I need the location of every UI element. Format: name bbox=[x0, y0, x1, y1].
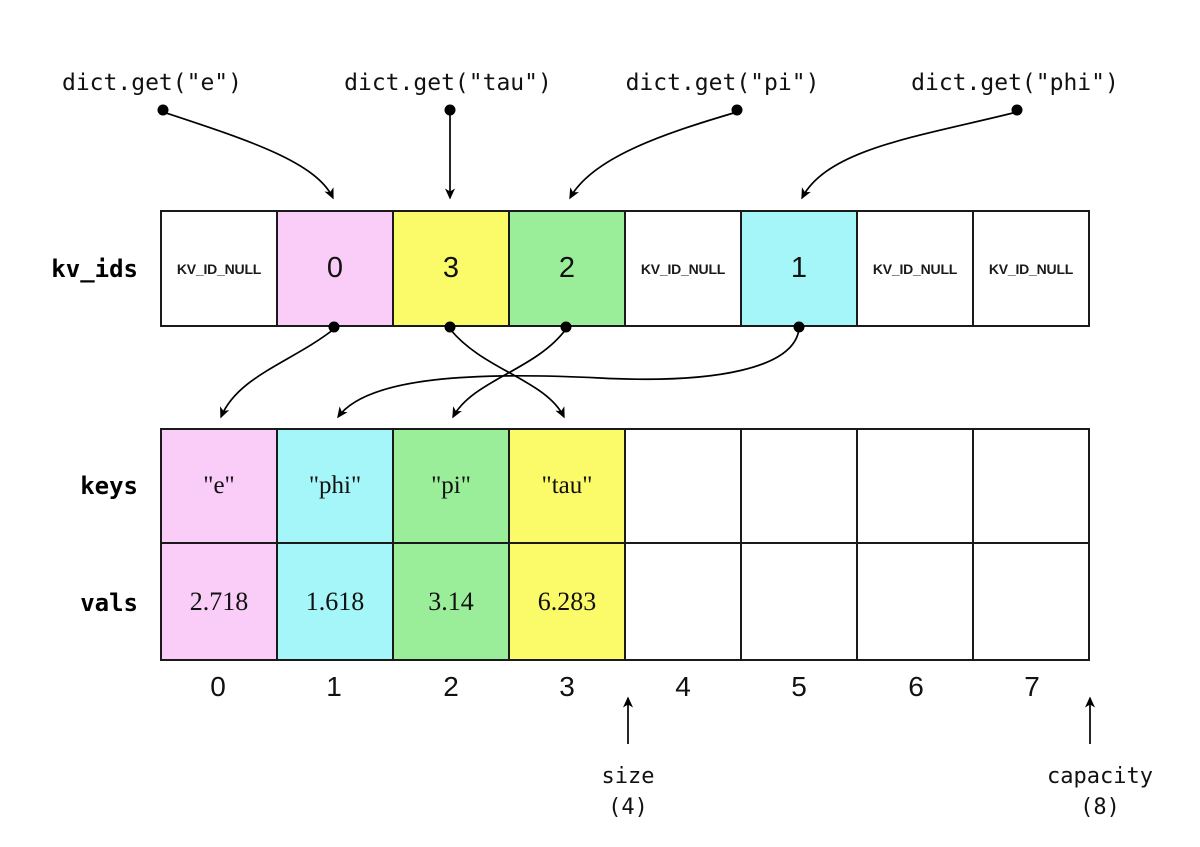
arrow-id3-to-entry3 bbox=[444, 321, 565, 419]
size-annotation: size (4) bbox=[568, 761, 688, 823]
kv-ids-cell-7: KV_ID_NULL bbox=[974, 212, 1088, 325]
slot-index-0: 0 bbox=[210, 671, 226, 702]
kv-ids-cell-0: KV_ID_NULL bbox=[162, 212, 278, 325]
query-label-get-tau: dict.get("tau") bbox=[344, 70, 552, 96]
vals-cell-3: 6.283 bbox=[510, 544, 626, 659]
keys-cell-0: "e" bbox=[162, 430, 278, 542]
size-label: size bbox=[601, 764, 655, 789]
arrow-id2-to-entry2 bbox=[452, 321, 572, 419]
vals-row-label: vals bbox=[80, 588, 138, 617]
keys-cell-2: "pi" bbox=[394, 430, 510, 542]
arrow-origin-dot bbox=[1011, 104, 1023, 116]
vals-cell-4 bbox=[626, 544, 742, 659]
vals-cell-7 bbox=[974, 544, 1088, 659]
capacity-value: (8) bbox=[1080, 795, 1120, 820]
capacity-label: capacity bbox=[1047, 764, 1153, 789]
capacity-annotation: capacity (8) bbox=[1020, 761, 1180, 823]
arrow-id1-to-entry1 bbox=[337, 321, 805, 419]
keys-cell-6 bbox=[858, 430, 974, 542]
query-label-get-pi: dict.get("pi") bbox=[625, 70, 820, 96]
arrow-origin-dot bbox=[157, 104, 169, 116]
slot-index-2: 2 bbox=[443, 671, 459, 702]
keys-row-label: keys bbox=[80, 472, 138, 500]
keys-cell-5 bbox=[742, 430, 858, 542]
keys-cell-4 bbox=[626, 430, 742, 542]
query-label-get-phi: dict.get("phi") bbox=[911, 70, 1119, 96]
kv-ids-row-label: kv_ids bbox=[51, 254, 138, 283]
slot-index-5: 5 bbox=[791, 671, 807, 702]
arrow-get-e-to-slot1 bbox=[157, 104, 334, 200]
slot-index-4: 4 bbox=[675, 671, 691, 702]
vals-cell-0: 2.718 bbox=[162, 544, 278, 659]
kv-ids-cell-5: 1 bbox=[742, 212, 858, 325]
vals-cell-1: 1.618 bbox=[278, 544, 394, 659]
arrow-get-tau-to-slot2 bbox=[444, 104, 456, 200]
slot-index-7: 7 bbox=[1024, 671, 1040, 702]
keys-cell-1: "phi" bbox=[278, 430, 394, 542]
keys-array: "e" "phi" "pi" "tau" bbox=[160, 428, 1090, 544]
kv-ids-cell-2: 3 bbox=[394, 212, 510, 325]
arrow-origin-dot bbox=[731, 104, 743, 116]
arrow-origin-dot bbox=[444, 104, 456, 116]
slot-index-3: 3 bbox=[559, 671, 575, 702]
keys-cell-3: "tau" bbox=[510, 430, 626, 542]
vals-cell-2: 3.14 bbox=[394, 544, 510, 659]
arrow-id0-to-entry0 bbox=[220, 321, 340, 419]
kv-ids-cell-4: KV_ID_NULL bbox=[626, 212, 742, 325]
arrow-get-phi-to-slot5 bbox=[801, 104, 1023, 200]
size-value: (4) bbox=[608, 795, 648, 820]
slot-index-1: 1 bbox=[326, 671, 342, 702]
kv-ids-cell-6: KV_ID_NULL bbox=[858, 212, 974, 325]
kv-ids-cell-1: 0 bbox=[278, 212, 394, 325]
slot-index-6: 6 bbox=[908, 671, 924, 702]
vals-cell-5 bbox=[742, 544, 858, 659]
kv-ids-array: KV_ID_NULL 0 3 2 KV_ID_NULL 1 KV_ID_NULL… bbox=[160, 210, 1090, 327]
kv-ids-cell-3: 2 bbox=[510, 212, 626, 325]
keys-cell-7 bbox=[974, 430, 1088, 542]
query-label-get-e: dict.get("e") bbox=[61, 70, 242, 96]
arrow-get-pi-to-slot3 bbox=[569, 104, 743, 200]
vals-cell-6 bbox=[858, 544, 974, 659]
vals-array: 2.718 1.618 3.14 6.283 bbox=[160, 544, 1090, 661]
